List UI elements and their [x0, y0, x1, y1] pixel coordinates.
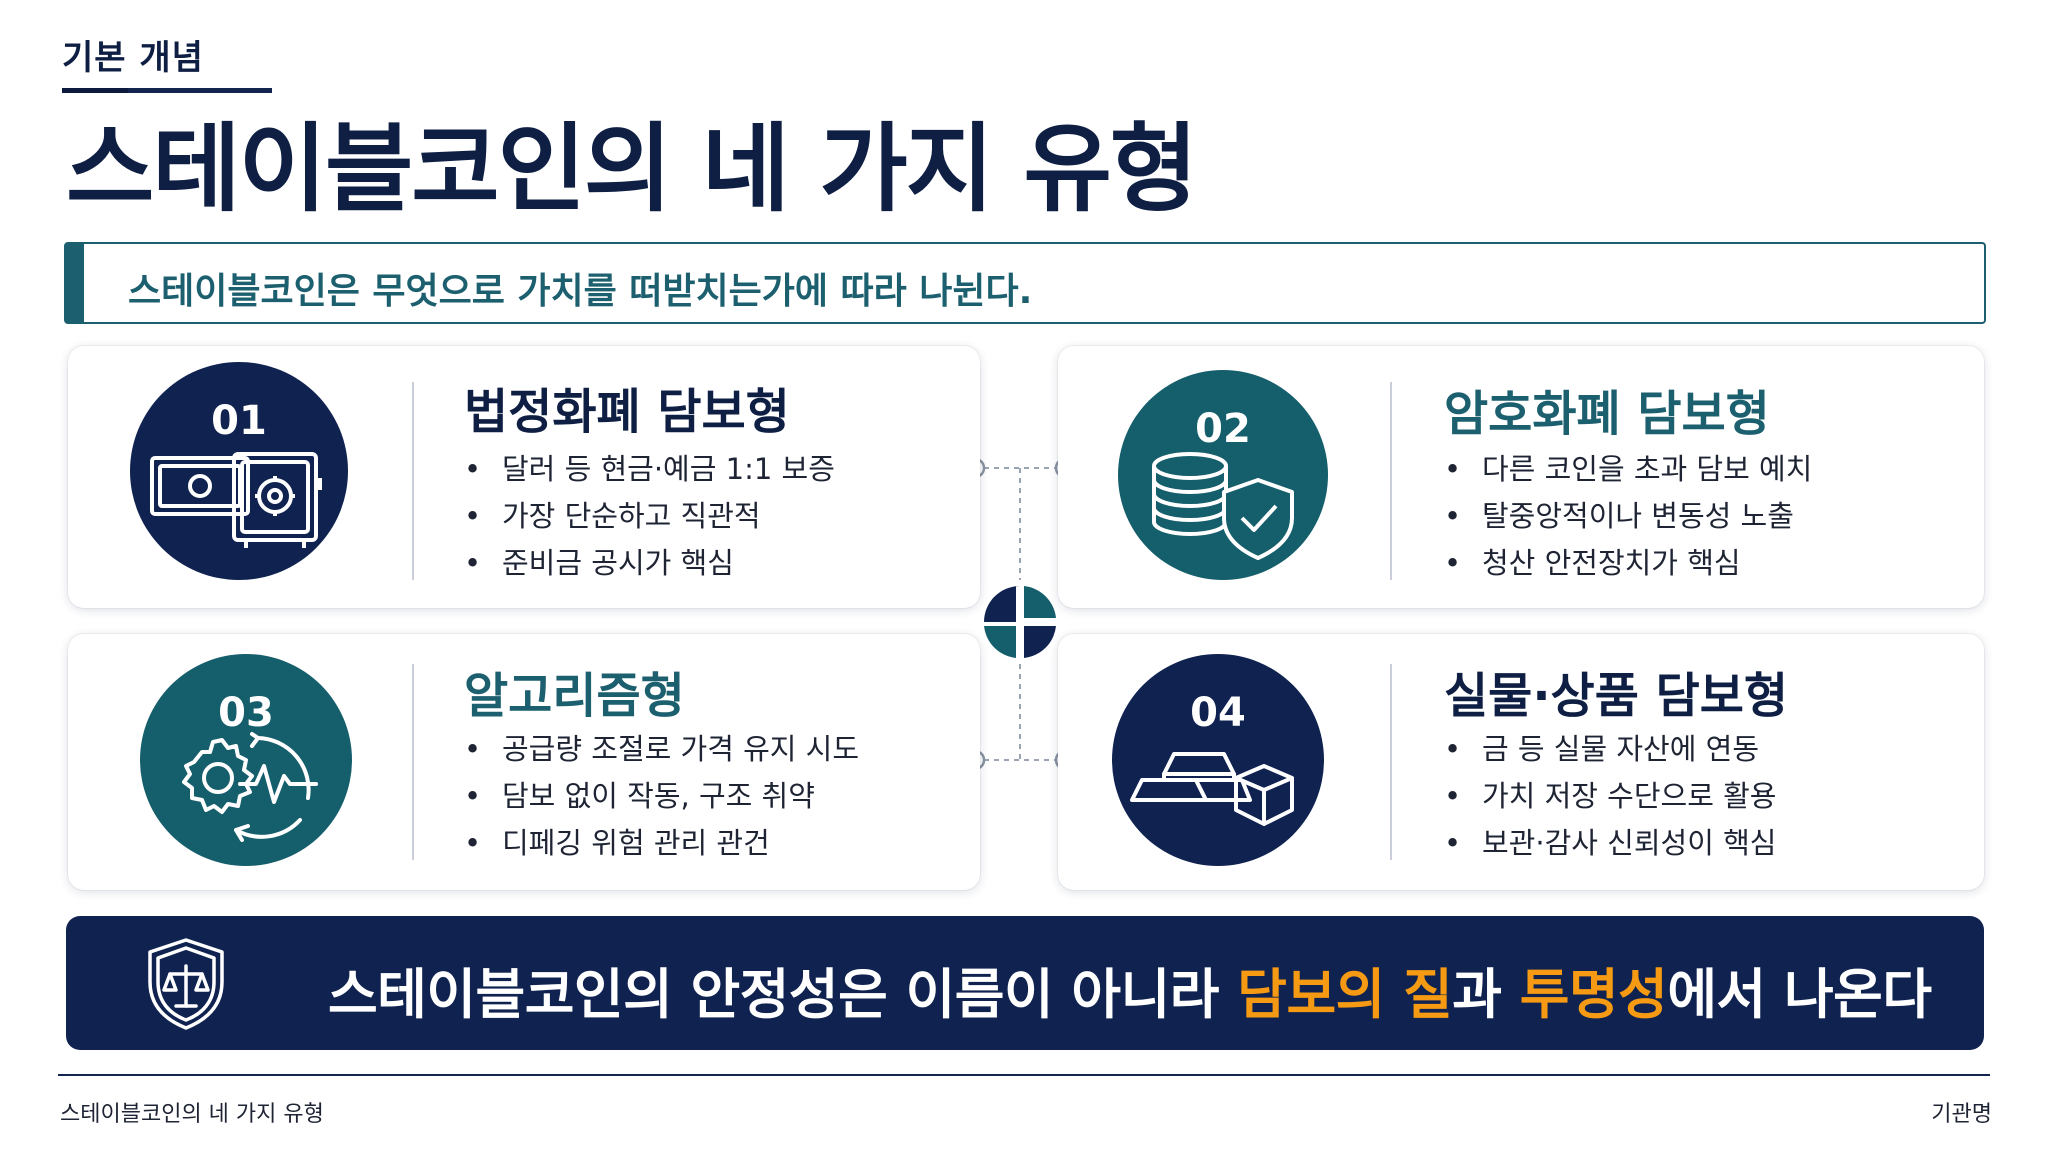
- card-title: 암호화폐 담보형: [1444, 386, 1770, 442]
- list-item: 탈중앙적이나 변동성 노출: [1444, 493, 1812, 540]
- card-title: 알고리즘형: [464, 668, 685, 724]
- card-medallion: 04: [1112, 654, 1324, 866]
- list-item: 청산 안전장치가 핵심: [1444, 540, 1812, 587]
- list-item: 담보 없이 작동, 구조 취약: [464, 773, 859, 820]
- list-item: 금 등 실물 자산에 연동: [1444, 726, 1776, 773]
- card-title: 법정화폐 담보형: [464, 384, 790, 440]
- footer-deck-title: 스테이블코인의 네 가지 유형: [60, 1102, 324, 1127]
- card-number: 01: [211, 398, 267, 444]
- list-item: 가치 저장 수단으로 활용: [1444, 773, 1776, 820]
- card-medallion: 03: [140, 654, 352, 866]
- message-part: 과: [1452, 963, 1520, 1026]
- message-part: 에서 나온다: [1667, 963, 1932, 1026]
- summary-message: 스테이블코인의 안정성은 이름이 아니라 담보의 질과 투명성에서 나온다: [328, 950, 1932, 1029]
- card-bullets: 공급량 조절로 가격 유지 시도 담보 없이 작동, 구조 취약 디페깅 위험 …: [464, 726, 859, 867]
- card-bullets: 다른 코인을 초과 담보 예치 탈중앙적이나 변동성 노출 청산 안전장치가 핵…: [1444, 446, 1812, 587]
- page-title: 스테이블코인의 네 가지 유형: [66, 113, 1198, 225]
- subtitle-accent-bar: [66, 244, 84, 322]
- card-number: 02: [1195, 406, 1251, 452]
- list-item: 가장 단순하고 직관적: [464, 493, 835, 540]
- section-rule: [62, 88, 272, 93]
- section-label: 기본 개념: [62, 38, 204, 78]
- card-number: 03: [218, 690, 274, 736]
- card-divider: [412, 382, 414, 580]
- footer-organization: 기관명: [1931, 1102, 1992, 1127]
- summary-banner: 스테이블코인의 안정성은 이름이 아니라 담보의 질과 투명성에서 나온다: [66, 916, 1984, 1050]
- coin-stack-shield-icon: [1152, 452, 1294, 560]
- list-item: 디페깅 위험 관리 관건: [464, 820, 859, 867]
- list-item: 공급량 조절로 가격 유지 시도: [464, 726, 859, 773]
- message-highlight: 담보의 질: [1237, 963, 1453, 1026]
- gold-bar-box-icon: [1130, 752, 1294, 826]
- card-divider: [1390, 382, 1392, 580]
- list-item: 달러 등 현금·예금 1:1 보증: [464, 446, 835, 493]
- card-medallion: 01: [130, 362, 348, 580]
- message-part: 스테이블코인의 안정성은 이름이 아니라: [328, 963, 1238, 1026]
- card-bullets: 달러 등 현금·예금 1:1 보증 가장 단순하고 직관적 준비금 공시가 핵심: [464, 446, 835, 587]
- card-divider: [412, 664, 414, 860]
- type-card-commodity: 04 실물·상품 담보형 금 등 실물 자산에 연동 가치 저장 수단으로 활용…: [1058, 634, 1984, 890]
- card-number: 04: [1190, 690, 1246, 736]
- subtitle-box: 스테이블코인은 무엇으로 가치를 떠받치는가에 따라 나뉜다.: [64, 242, 1986, 324]
- card-medallion: 02: [1118, 370, 1328, 580]
- list-item: 다른 코인을 초과 담보 예치: [1444, 446, 1812, 493]
- footer-rule: [58, 1074, 1990, 1076]
- card-title: 실물·상품 담보형: [1444, 668, 1789, 724]
- type-card-fiat: 01 법정화폐 담보형 달러 등 현금·예금 1:1 보증 가장 단순하고 직관…: [68, 346, 980, 608]
- list-item: 준비금 공시가 핵심: [464, 540, 835, 587]
- type-card-algorithmic: 03 알고리즘형 공급량 조절로 가격 유지 시도 담보 없이 작동, 구조 취…: [68, 634, 980, 890]
- gear-pulse-icon: [182, 732, 318, 842]
- subtitle-text: 스테이블코인은 무엇으로 가치를 떠받치는가에 따라 나뉜다.: [128, 271, 1033, 312]
- card-bullets: 금 등 실물 자산에 연동 가치 저장 수단으로 활용 보관·감사 신뢰성이 핵…: [1444, 726, 1776, 867]
- shield-scale-icon: [148, 938, 224, 1030]
- card-divider: [1390, 664, 1392, 860]
- center-hub-icon: [980, 582, 1060, 662]
- cash-vault-icon: [150, 452, 322, 548]
- type-card-crypto: 02 암호화폐 담보형 다른 코인을 초과 담보 예치 탈중앙적이나 변동성 노…: [1058, 346, 1984, 608]
- message-highlight: 투명성: [1519, 963, 1668, 1026]
- list-item: 보관·감사 신뢰성이 핵심: [1444, 820, 1776, 867]
